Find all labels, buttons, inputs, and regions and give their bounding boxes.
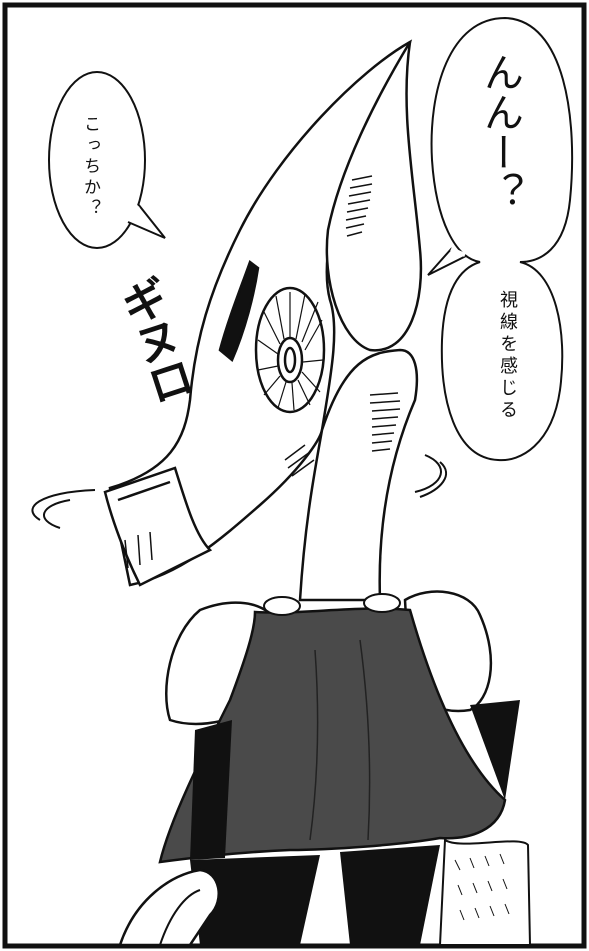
speech-bubble-left <box>48 71 166 249</box>
creature-body <box>118 590 532 947</box>
motion-swirl-left <box>43 499 71 529</box>
speech-text-left: こっちか？ <box>80 115 100 220</box>
motion-swirl-right <box>414 454 442 493</box>
speech-text-right-big: んんー？ <box>477 52 523 212</box>
leg-texture <box>454 853 510 921</box>
speech-bubble-right <box>427 16 574 462</box>
head-hatching <box>284 175 401 477</box>
speech-text-right-small: 視線を感じる <box>497 290 518 422</box>
creature-head <box>103 39 423 602</box>
disc-hatching <box>257 292 324 411</box>
